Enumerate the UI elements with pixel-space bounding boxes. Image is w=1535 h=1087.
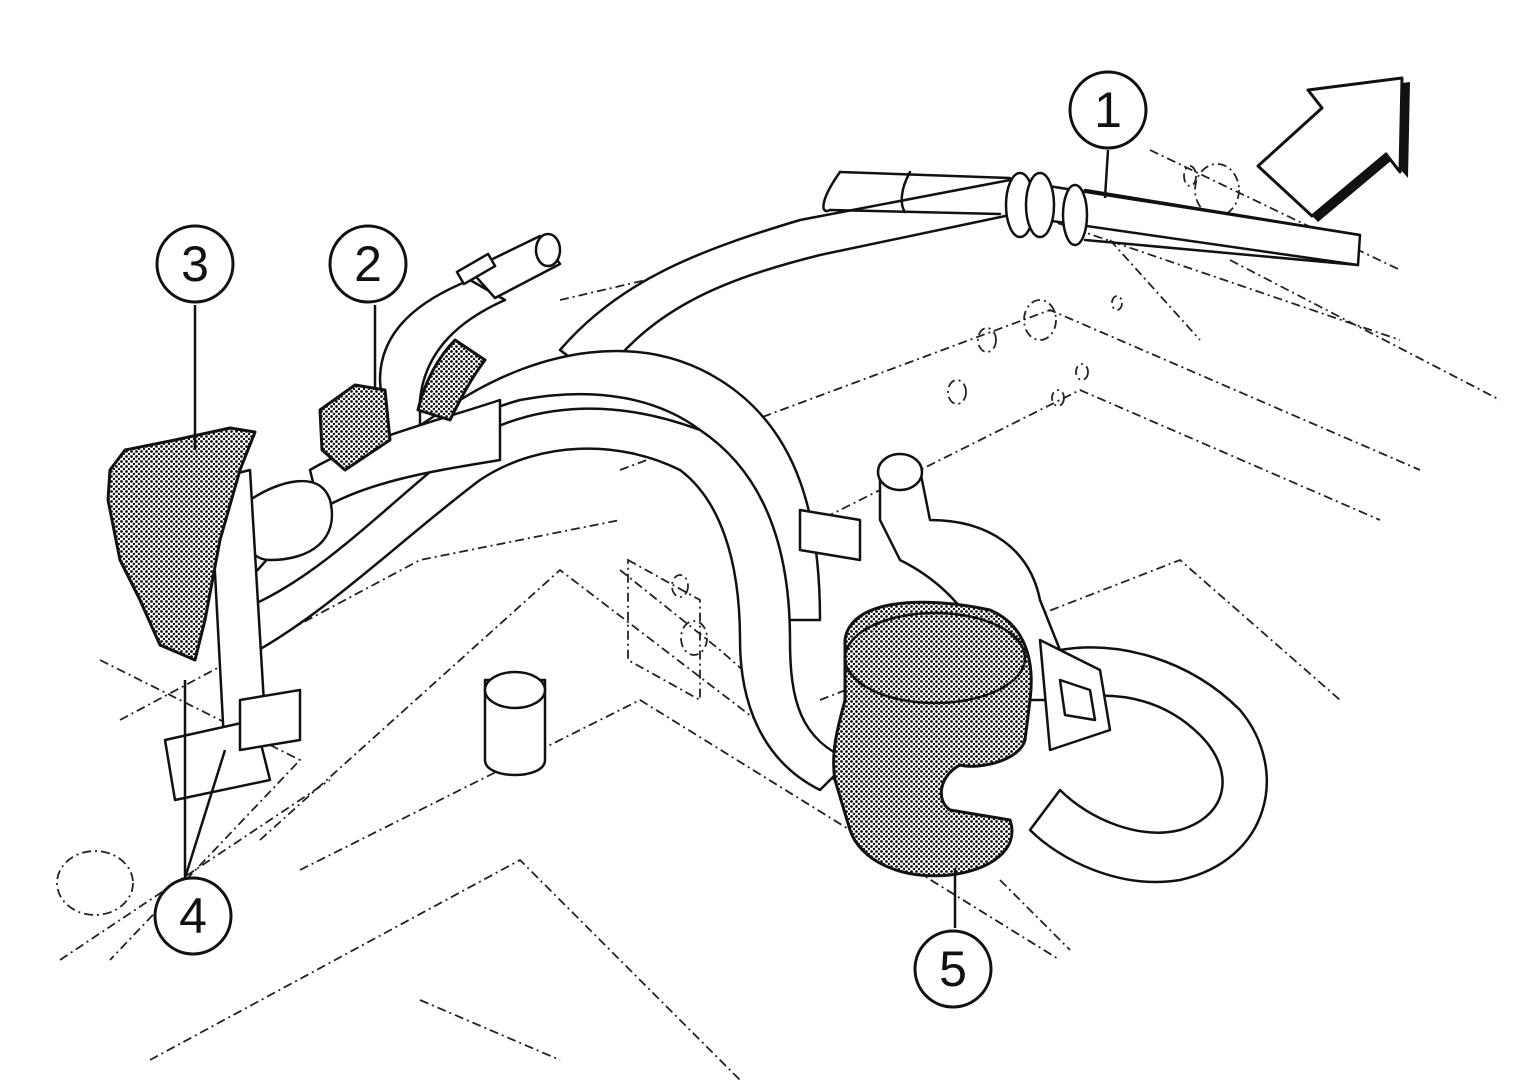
component-2-clamp [318, 383, 392, 472]
upper-bypass-hose [308, 232, 562, 512]
callout-1-label: 1 [1094, 82, 1122, 138]
callout-5-label: 5 [939, 941, 967, 997]
lower-u-hose [798, 452, 1269, 884]
callout-1: 1 [1068, 70, 1148, 150]
callout-2: 2 [328, 224, 408, 304]
callout-3: 3 [155, 224, 235, 304]
component-3-bracket [106, 426, 257, 662]
callout-4-label: 4 [179, 888, 207, 944]
reservoir-cap-outline [843, 611, 1027, 705]
callout-3-label: 3 [181, 236, 209, 292]
front-direction-arrow-icon [1256, 76, 1410, 222]
upper-heater-pipe [558, 170, 1362, 382]
component-2-hose-end [416, 338, 487, 422]
lower-pipe-fitting [483, 670, 547, 777]
component-5-reservoir [832, 600, 1033, 878]
callout-leaders [183, 149, 1110, 928]
callout-4: 4 [153, 876, 233, 956]
callout-2-label: 2 [354, 236, 382, 292]
callout-5: 5 [913, 929, 993, 1009]
